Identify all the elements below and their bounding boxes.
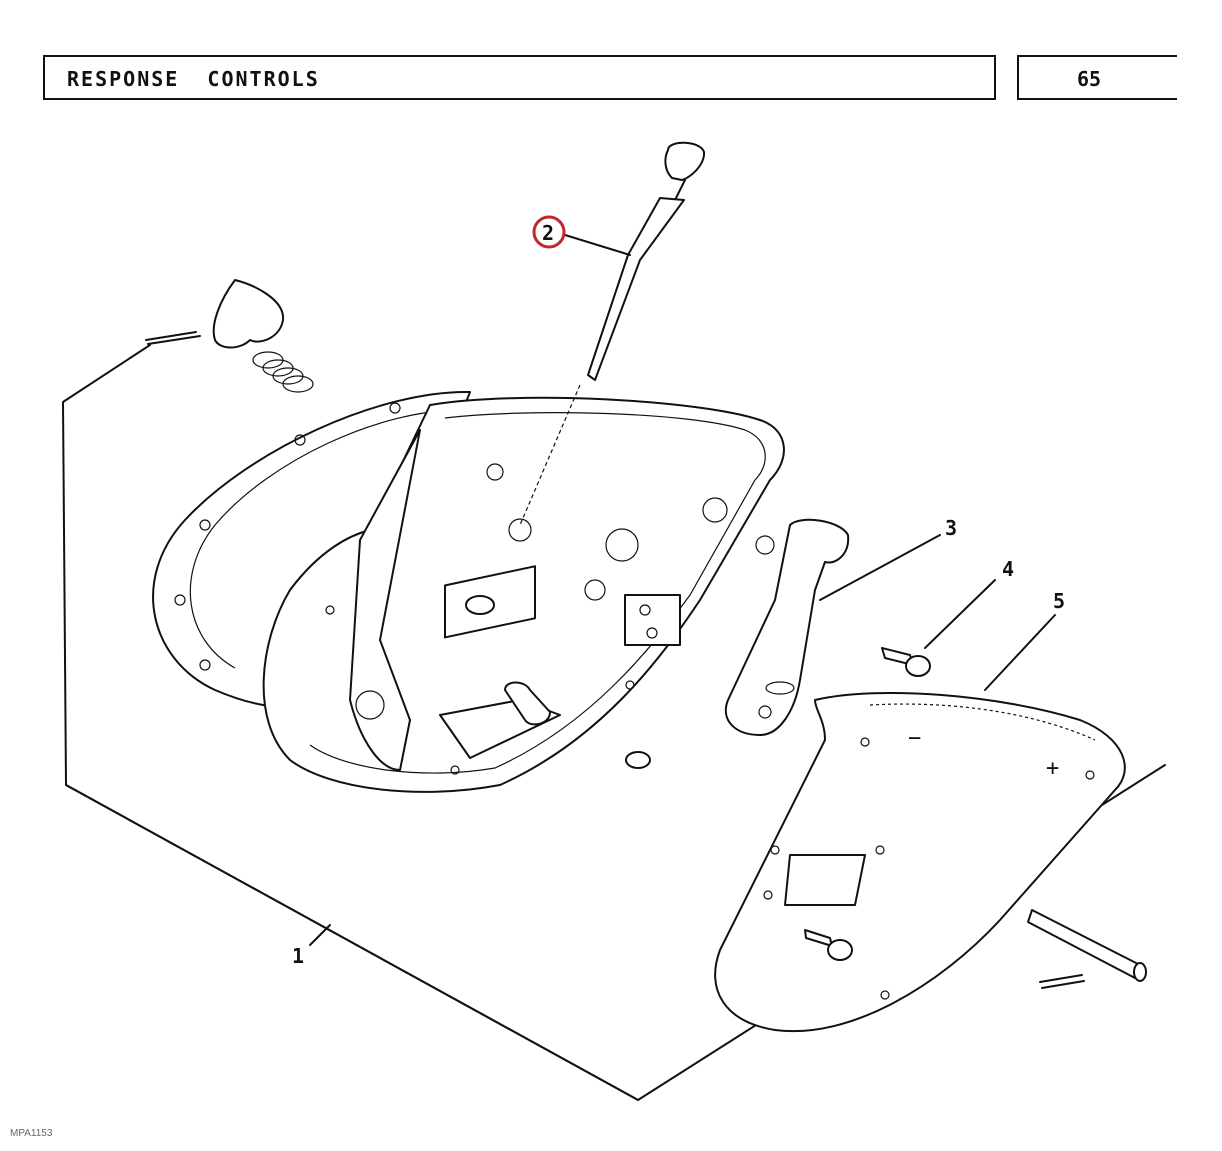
callout-3-label: 3 xyxy=(945,516,957,540)
callout-1-label: 1 xyxy=(292,944,304,968)
part-4-screw xyxy=(881,579,996,677)
small-bushing xyxy=(625,751,651,769)
callout-4-label: 4 xyxy=(1002,557,1014,581)
shaft-pin xyxy=(1027,909,1147,989)
cover-screw xyxy=(804,929,853,961)
callout-2-highlight-circle xyxy=(532,215,566,249)
callout-2-label: 2 xyxy=(542,221,554,245)
callout-1-leader xyxy=(309,924,331,946)
spring-assembly xyxy=(145,279,314,393)
page-title: RESPONSE CONTROLS xyxy=(67,67,320,91)
part-3-lever xyxy=(724,518,941,736)
drawing-code: MPA1153 xyxy=(10,1128,53,1139)
part-5-cover-plate: − + xyxy=(714,614,1126,1033)
callout-5-label: 5 xyxy=(1053,589,1065,613)
main-plate xyxy=(262,396,785,793)
title-box: RESPONSE CONTROLS xyxy=(43,55,996,100)
callout-2-leader xyxy=(564,234,631,256)
scale-plus-mark: + xyxy=(1046,756,1059,781)
scale-minus-mark: − xyxy=(908,726,921,751)
page-number: 65 xyxy=(1077,67,1102,91)
page-number-box: 65 xyxy=(1017,55,1177,100)
